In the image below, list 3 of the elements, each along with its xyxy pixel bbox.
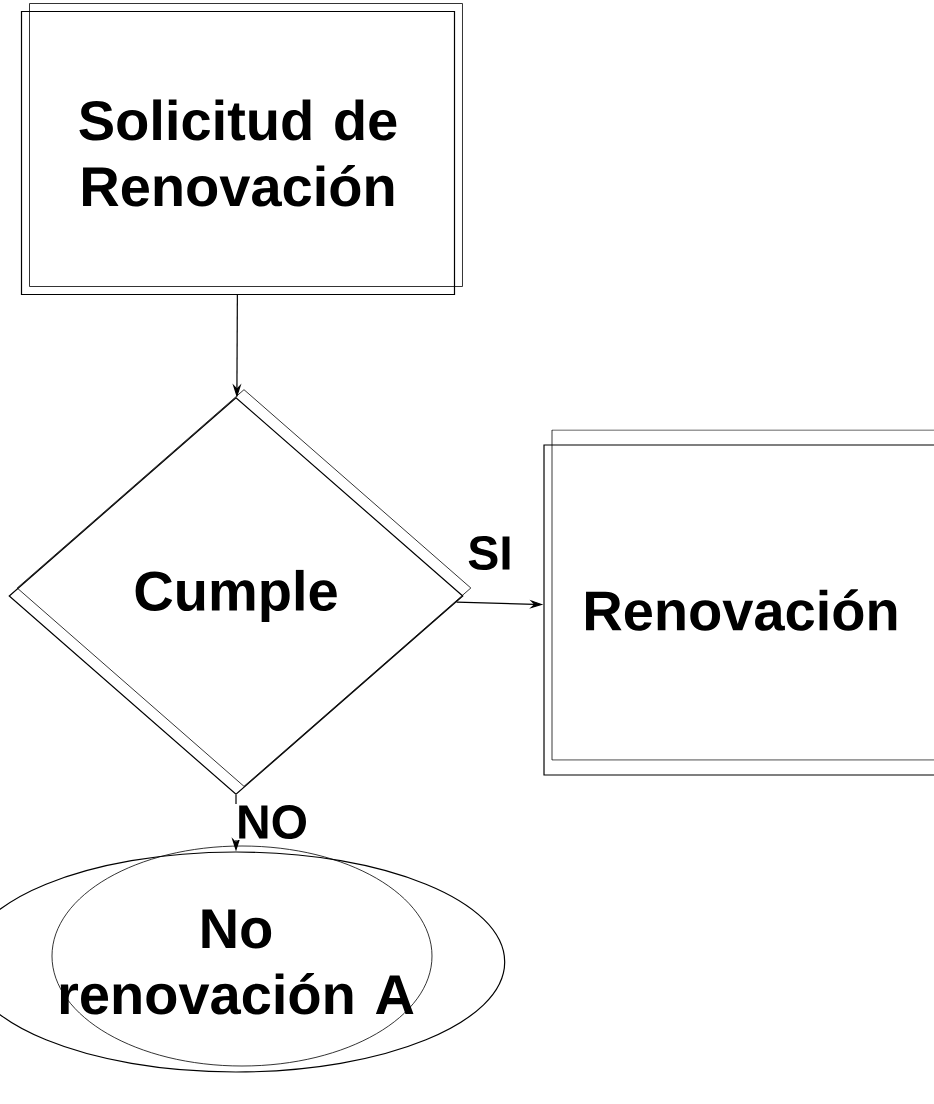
edge-label: NO <box>235 804 309 840</box>
process-box: Solicitud de Renovación <box>20 3 463 296</box>
process-box: Renovación <box>543 429 934 776</box>
